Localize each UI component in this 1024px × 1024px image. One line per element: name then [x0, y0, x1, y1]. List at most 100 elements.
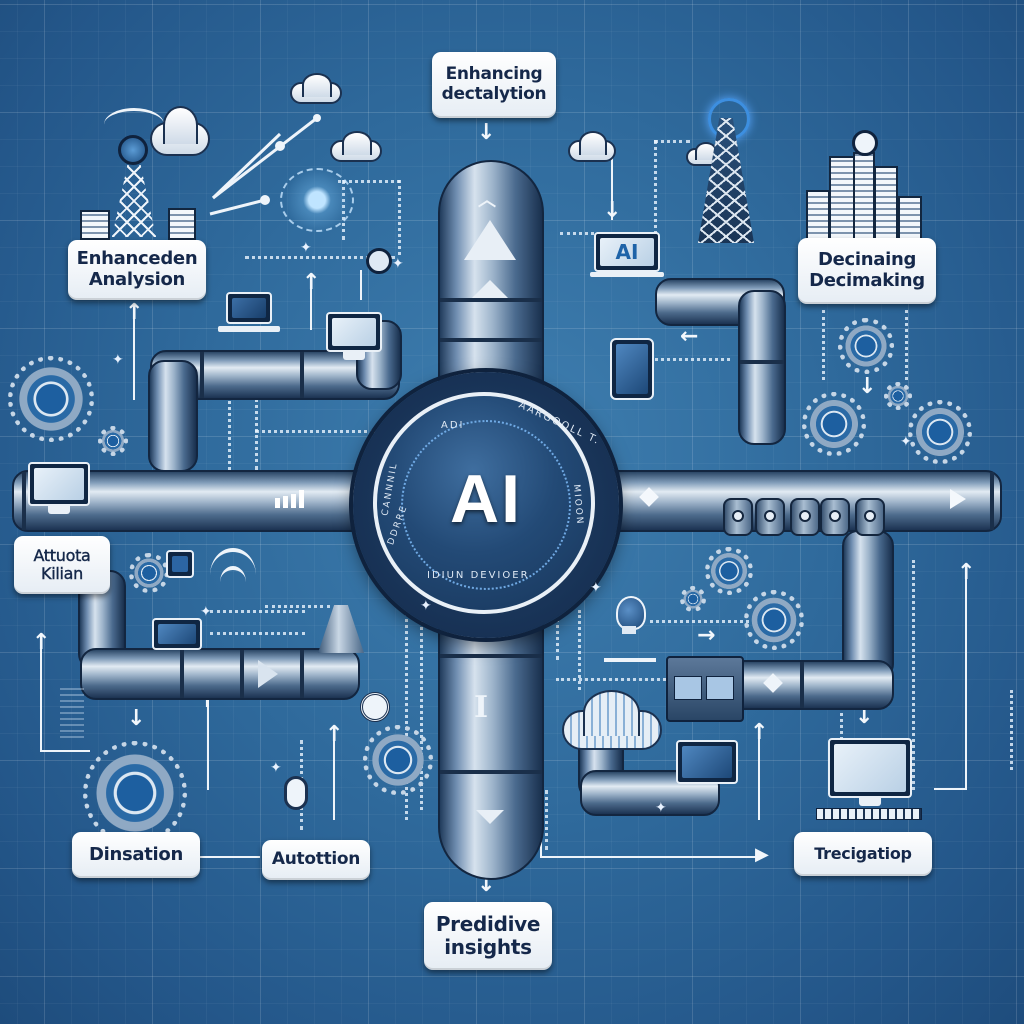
valve-icon	[820, 498, 850, 536]
label-line: Attuota	[33, 545, 91, 565]
gear-cluster-icon	[82, 740, 188, 846]
gear-small-icon	[704, 546, 754, 596]
cloud-database-icon	[562, 690, 662, 750]
chevron-down-icon	[476, 810, 504, 824]
label-enhanceden-analysion: Enhanceden Analysion	[68, 240, 206, 300]
arrow-down-icon: ↓	[603, 198, 622, 223]
ai-hub[interactable]: AI ADI AARGOOLL T. CANNNIL MIOON IDIUN D…	[353, 372, 619, 638]
cloud-icon	[150, 106, 210, 156]
valve-icon	[723, 498, 753, 536]
sync-icon	[366, 248, 392, 274]
bar-chart-icon	[60, 688, 84, 738]
flow-direction-icon	[950, 489, 966, 509]
arrow-up-icon	[472, 280, 508, 298]
label-line: Decimaking	[809, 270, 925, 291]
flow-direction-icon	[258, 660, 278, 688]
arrow-left-icon: ←	[680, 324, 699, 349]
server-board-icon	[666, 656, 744, 722]
arrow-up-icon: ↑	[32, 630, 51, 655]
keyboard-icon	[816, 808, 922, 820]
gear-cluster-icon	[743, 589, 805, 651]
fingerprint-icon	[284, 776, 308, 810]
arrow-up-icon: ↑	[325, 722, 344, 747]
label-line: Autottion	[271, 849, 361, 870]
gear-small-icon	[129, 553, 169, 593]
upper-right-riser	[738, 290, 786, 445]
gear-small-icon	[680, 586, 706, 612]
monitor-icon	[326, 312, 382, 360]
arrow-down-icon: ↓	[858, 374, 877, 399]
arrow-right-icon: →	[697, 623, 716, 648]
text-cursor-icon: I	[474, 690, 489, 725]
monitor-icon	[676, 740, 738, 784]
laptop-keyboard	[218, 326, 280, 332]
label-line: Trecigatiop	[814, 843, 912, 863]
wifi-signal-icon	[210, 548, 256, 602]
location-pin-icon	[852, 130, 878, 156]
arrow-up-icon: ↑	[125, 300, 144, 325]
gear-small-icon	[97, 425, 129, 457]
ai-hub-title: AI	[450, 461, 522, 537]
label-line: Predidive	[435, 912, 541, 936]
lightbulb-icon	[616, 596, 646, 630]
ai-laptop-icon: AI	[594, 232, 660, 272]
gear-small-icon	[884, 382, 912, 410]
monitor-icon	[28, 462, 90, 514]
lower-left-pipe	[80, 648, 360, 700]
valve-icon	[790, 498, 820, 536]
label-decinaing-decimaking: Decinaing Decimaking	[798, 238, 936, 304]
label-line: Dinsation	[88, 843, 184, 865]
arrow-up-icon: ↑	[750, 720, 769, 745]
lower-right-riser	[842, 530, 894, 680]
monitor-icon	[152, 618, 202, 650]
label-enhancing-dectalytion: Enhancing dectalytion	[432, 52, 556, 118]
cloud-icon	[330, 131, 382, 162]
chevron-up-icon: ︿	[478, 190, 496, 211]
valve-icon	[755, 498, 785, 536]
computer-icon	[828, 738, 912, 806]
label-line: Analysion	[88, 269, 186, 290]
gear-cluster-icon	[8, 356, 94, 442]
arrow-down-icon: ↓	[855, 704, 874, 729]
arrow-right-icon: ▶	[755, 844, 769, 865]
wifi-signal-icon	[104, 108, 164, 141]
neural-network-icon	[280, 168, 354, 232]
gear-cluster-icon	[363, 725, 433, 795]
arrow-down-icon: ↓	[127, 706, 146, 731]
ai-hub-ring-text: ADI	[441, 420, 465, 431]
ai-hub-ring-text: IDIUN DEVIOER	[427, 570, 530, 581]
label-attuota-kilian: Attuota Kilian	[14, 536, 110, 594]
device-icon	[166, 550, 194, 578]
gear-cluster-icon	[838, 318, 894, 374]
label-predidive-insights: Predidive insights	[424, 902, 552, 970]
valve-icon	[855, 498, 885, 536]
label-dinsation: Dinsation	[72, 832, 200, 878]
label-line: Decinaing	[817, 249, 917, 271]
fingerprint-icon	[360, 692, 390, 722]
antenna-icon	[464, 220, 516, 260]
arrow-up-icon: ↑	[957, 560, 976, 585]
arrow-down-icon: ↓	[477, 120, 496, 145]
gear-cluster-icon	[801, 391, 867, 457]
label-line: Kilian	[41, 564, 84, 583]
laptop-icon	[226, 292, 272, 324]
cloud-icon	[290, 73, 342, 104]
laptop-screen-text: AI	[615, 240, 639, 264]
cloud-icon	[568, 131, 616, 162]
label-autottion: Autottion	[262, 840, 370, 880]
label-line: insights	[444, 935, 532, 959]
line-graph-icon	[209, 114, 321, 216]
arrow-up-icon: ↑	[302, 270, 321, 295]
ai-hub-dotted-ring	[401, 420, 571, 590]
label-line: dectalytion	[441, 84, 547, 104]
globe-icon	[118, 135, 148, 165]
bar-chart-icon	[275, 490, 304, 508]
lower-right-pipe	[720, 660, 894, 710]
building-icon	[80, 210, 110, 240]
label-line: Enhancing	[445, 64, 543, 85]
gear-cluster-icon	[907, 399, 973, 465]
label-trecigatiop: Trecigatiop	[794, 832, 932, 876]
tablet-icon	[610, 338, 654, 400]
label-line: Enhanceden	[76, 248, 198, 270]
building-icon	[168, 208, 196, 240]
